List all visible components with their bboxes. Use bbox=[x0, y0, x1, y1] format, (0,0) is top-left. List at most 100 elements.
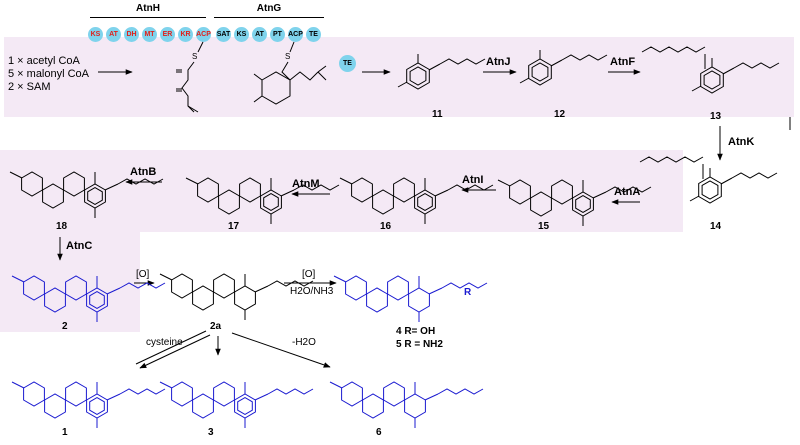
compound-13-structure-ring-aromatic bbox=[703, 70, 721, 90]
condition-dehydration: -H2O bbox=[292, 337, 316, 348]
domain-atng-sat: SAT bbox=[216, 27, 231, 42]
compound-2-structure-ring-c bbox=[65, 275, 87, 301]
enzyme-atnb: AtnB bbox=[130, 166, 157, 178]
compound-13-structure-bond bbox=[722, 67, 735, 75]
enzyme-atnc: AtnC bbox=[66, 240, 93, 252]
compound-14-structure-prenyl-chain bbox=[639, 156, 704, 163]
compound-17-structure bbox=[185, 177, 340, 224]
compound-5-definition: 5 R = NH2 bbox=[396, 339, 443, 350]
compound-12-structure-oh-left bbox=[519, 77, 530, 84]
arrow-dehydration bbox=[231, 332, 331, 368]
compound-15-structure-ring-d-aromatic bbox=[575, 195, 591, 213]
compound-1-structure-side-link bbox=[106, 393, 121, 401]
compound-2a-structure-ring-a bbox=[171, 273, 193, 299]
compound-12-structure-ring-aromatic bbox=[531, 62, 549, 82]
background-band-middle bbox=[0, 150, 683, 232]
compound-14-label: 14 bbox=[710, 221, 722, 232]
pks-bound-intermediate-atng: S bbox=[253, 41, 327, 105]
compound-2a-structure-side-link bbox=[254, 285, 269, 293]
compound-16-structure-ring-b bbox=[372, 189, 394, 215]
svg-text:S: S bbox=[192, 52, 197, 61]
compound-1-structure-ring-d-aromatic bbox=[89, 397, 105, 415]
arrow-cysteine-b bbox=[135, 330, 207, 365]
compound-18-structure-ring-a bbox=[21, 171, 43, 197]
compound-12-structure-side-chain bbox=[561, 54, 608, 61]
r-substituent-label: R bbox=[464, 287, 472, 298]
compound-17-structure-ring-b bbox=[218, 189, 240, 215]
compound-16-structure-side-chain bbox=[447, 184, 494, 191]
compound-15-structure-ring-b bbox=[530, 191, 552, 217]
compound-3-structure-ring-d-aromatic bbox=[237, 397, 253, 415]
compound-6-structure-ring-c bbox=[383, 381, 405, 407]
compound-14-structure bbox=[639, 156, 778, 204]
module-atng-bar bbox=[214, 17, 324, 18]
compound-2-structure-ring-d-aromatic bbox=[89, 291, 105, 309]
compound-16-structure-ring-d-aromatic bbox=[417, 193, 433, 211]
compound-4-5-structure-ring-d bbox=[408, 287, 430, 313]
compound-1-structure-ring-c bbox=[65, 381, 87, 407]
compound-11-structure-bond bbox=[428, 63, 441, 71]
condition-ox2: [O] bbox=[302, 269, 316, 280]
domain-atnh-ks: KS bbox=[88, 27, 103, 42]
module-atnh-label: AtnH bbox=[136, 3, 160, 14]
compound-18-structure-side-link bbox=[104, 183, 119, 191]
compound-2-label: 2 bbox=[62, 321, 68, 332]
compound-17-structure-side-chain bbox=[293, 184, 340, 191]
enzyme-atnf: AtnF bbox=[610, 56, 636, 68]
compound-3-structure bbox=[159, 381, 314, 428]
compound-2a-structure-gem-dimethyl bbox=[159, 273, 173, 281]
compound-2a-structure-side-chain bbox=[267, 280, 314, 287]
compound-6-label: 6 bbox=[376, 427, 382, 438]
compound-1-label: 1 bbox=[62, 427, 68, 438]
compound-17-structure-ring-a bbox=[197, 177, 219, 203]
compound-14-structure-bond bbox=[720, 177, 733, 185]
svg-text:S: S bbox=[285, 52, 290, 61]
compound-11-structure-oh-left bbox=[397, 81, 408, 88]
domain-atnh-acp: ACP bbox=[196, 27, 211, 42]
compound-1-structure-gem-dimethyl bbox=[11, 381, 25, 389]
compound-15-structure-ring-c bbox=[551, 179, 573, 205]
compound-2a-structure bbox=[159, 273, 314, 320]
te-badge: TE bbox=[339, 55, 356, 72]
compound-3-structure-ring-b bbox=[192, 393, 214, 419]
compound-15-label: 15 bbox=[538, 221, 550, 232]
compound-2a-structure-ring-c bbox=[213, 273, 235, 299]
domain-atng-at: AT bbox=[252, 27, 267, 42]
enzyme-atni: AtnI bbox=[462, 174, 484, 186]
compound-4-5-structure-ring-a bbox=[345, 275, 367, 301]
compound-3-label: 3 bbox=[208, 427, 214, 438]
domain-atnh-er: ER bbox=[160, 27, 175, 42]
compound-4-5-structure-ring-c bbox=[387, 275, 409, 301]
compound-1-structure-side-chain bbox=[119, 388, 166, 395]
compound-2-structure-ring-b bbox=[44, 287, 66, 313]
compound-17-structure-ring-c bbox=[239, 177, 261, 203]
compound-18-structure bbox=[9, 171, 164, 218]
compound-2-structure-ring-a bbox=[23, 275, 45, 301]
reaction-arrows bbox=[57, 69, 791, 369]
enzyme-atna: AtnA bbox=[614, 186, 641, 198]
compound-15-structure-ring-a bbox=[509, 179, 531, 205]
domain-atnh-mt: MT bbox=[142, 27, 157, 42]
feedstock-malonyl: 5 × malonyl CoA bbox=[8, 68, 90, 80]
compound-6-structure-ring-d bbox=[404, 393, 426, 419]
compound-15-structure bbox=[497, 179, 652, 226]
compound-14-structure-side-chain bbox=[731, 172, 778, 179]
compound-2-structure bbox=[11, 275, 166, 322]
domain-atnh-at: AT bbox=[106, 27, 121, 42]
compound-17-structure-ring-d-aromatic bbox=[263, 193, 279, 211]
compound-4-5-structure-side-chain bbox=[441, 282, 488, 289]
compound-6-structure-side-chain bbox=[437, 388, 484, 395]
compound-18-structure-ring-b bbox=[42, 183, 64, 209]
compound-12-label: 12 bbox=[554, 109, 566, 120]
compound-13-label: 13 bbox=[710, 111, 722, 122]
compound-18-structure-gem-dimethyl bbox=[9, 171, 23, 179]
compound-1-structure bbox=[11, 381, 166, 428]
compound-16-structure-gem-dimethyl bbox=[339, 177, 353, 185]
compound-3-structure-side-chain bbox=[267, 388, 314, 395]
compound-2-structure-side-link bbox=[106, 287, 121, 295]
compound-13-structure bbox=[641, 46, 780, 94]
compound-4-5-structure-ring-b bbox=[366, 287, 388, 313]
enzyme-atnk: AtnK bbox=[728, 136, 755, 148]
compound-2-structure-side-chain bbox=[119, 282, 166, 289]
